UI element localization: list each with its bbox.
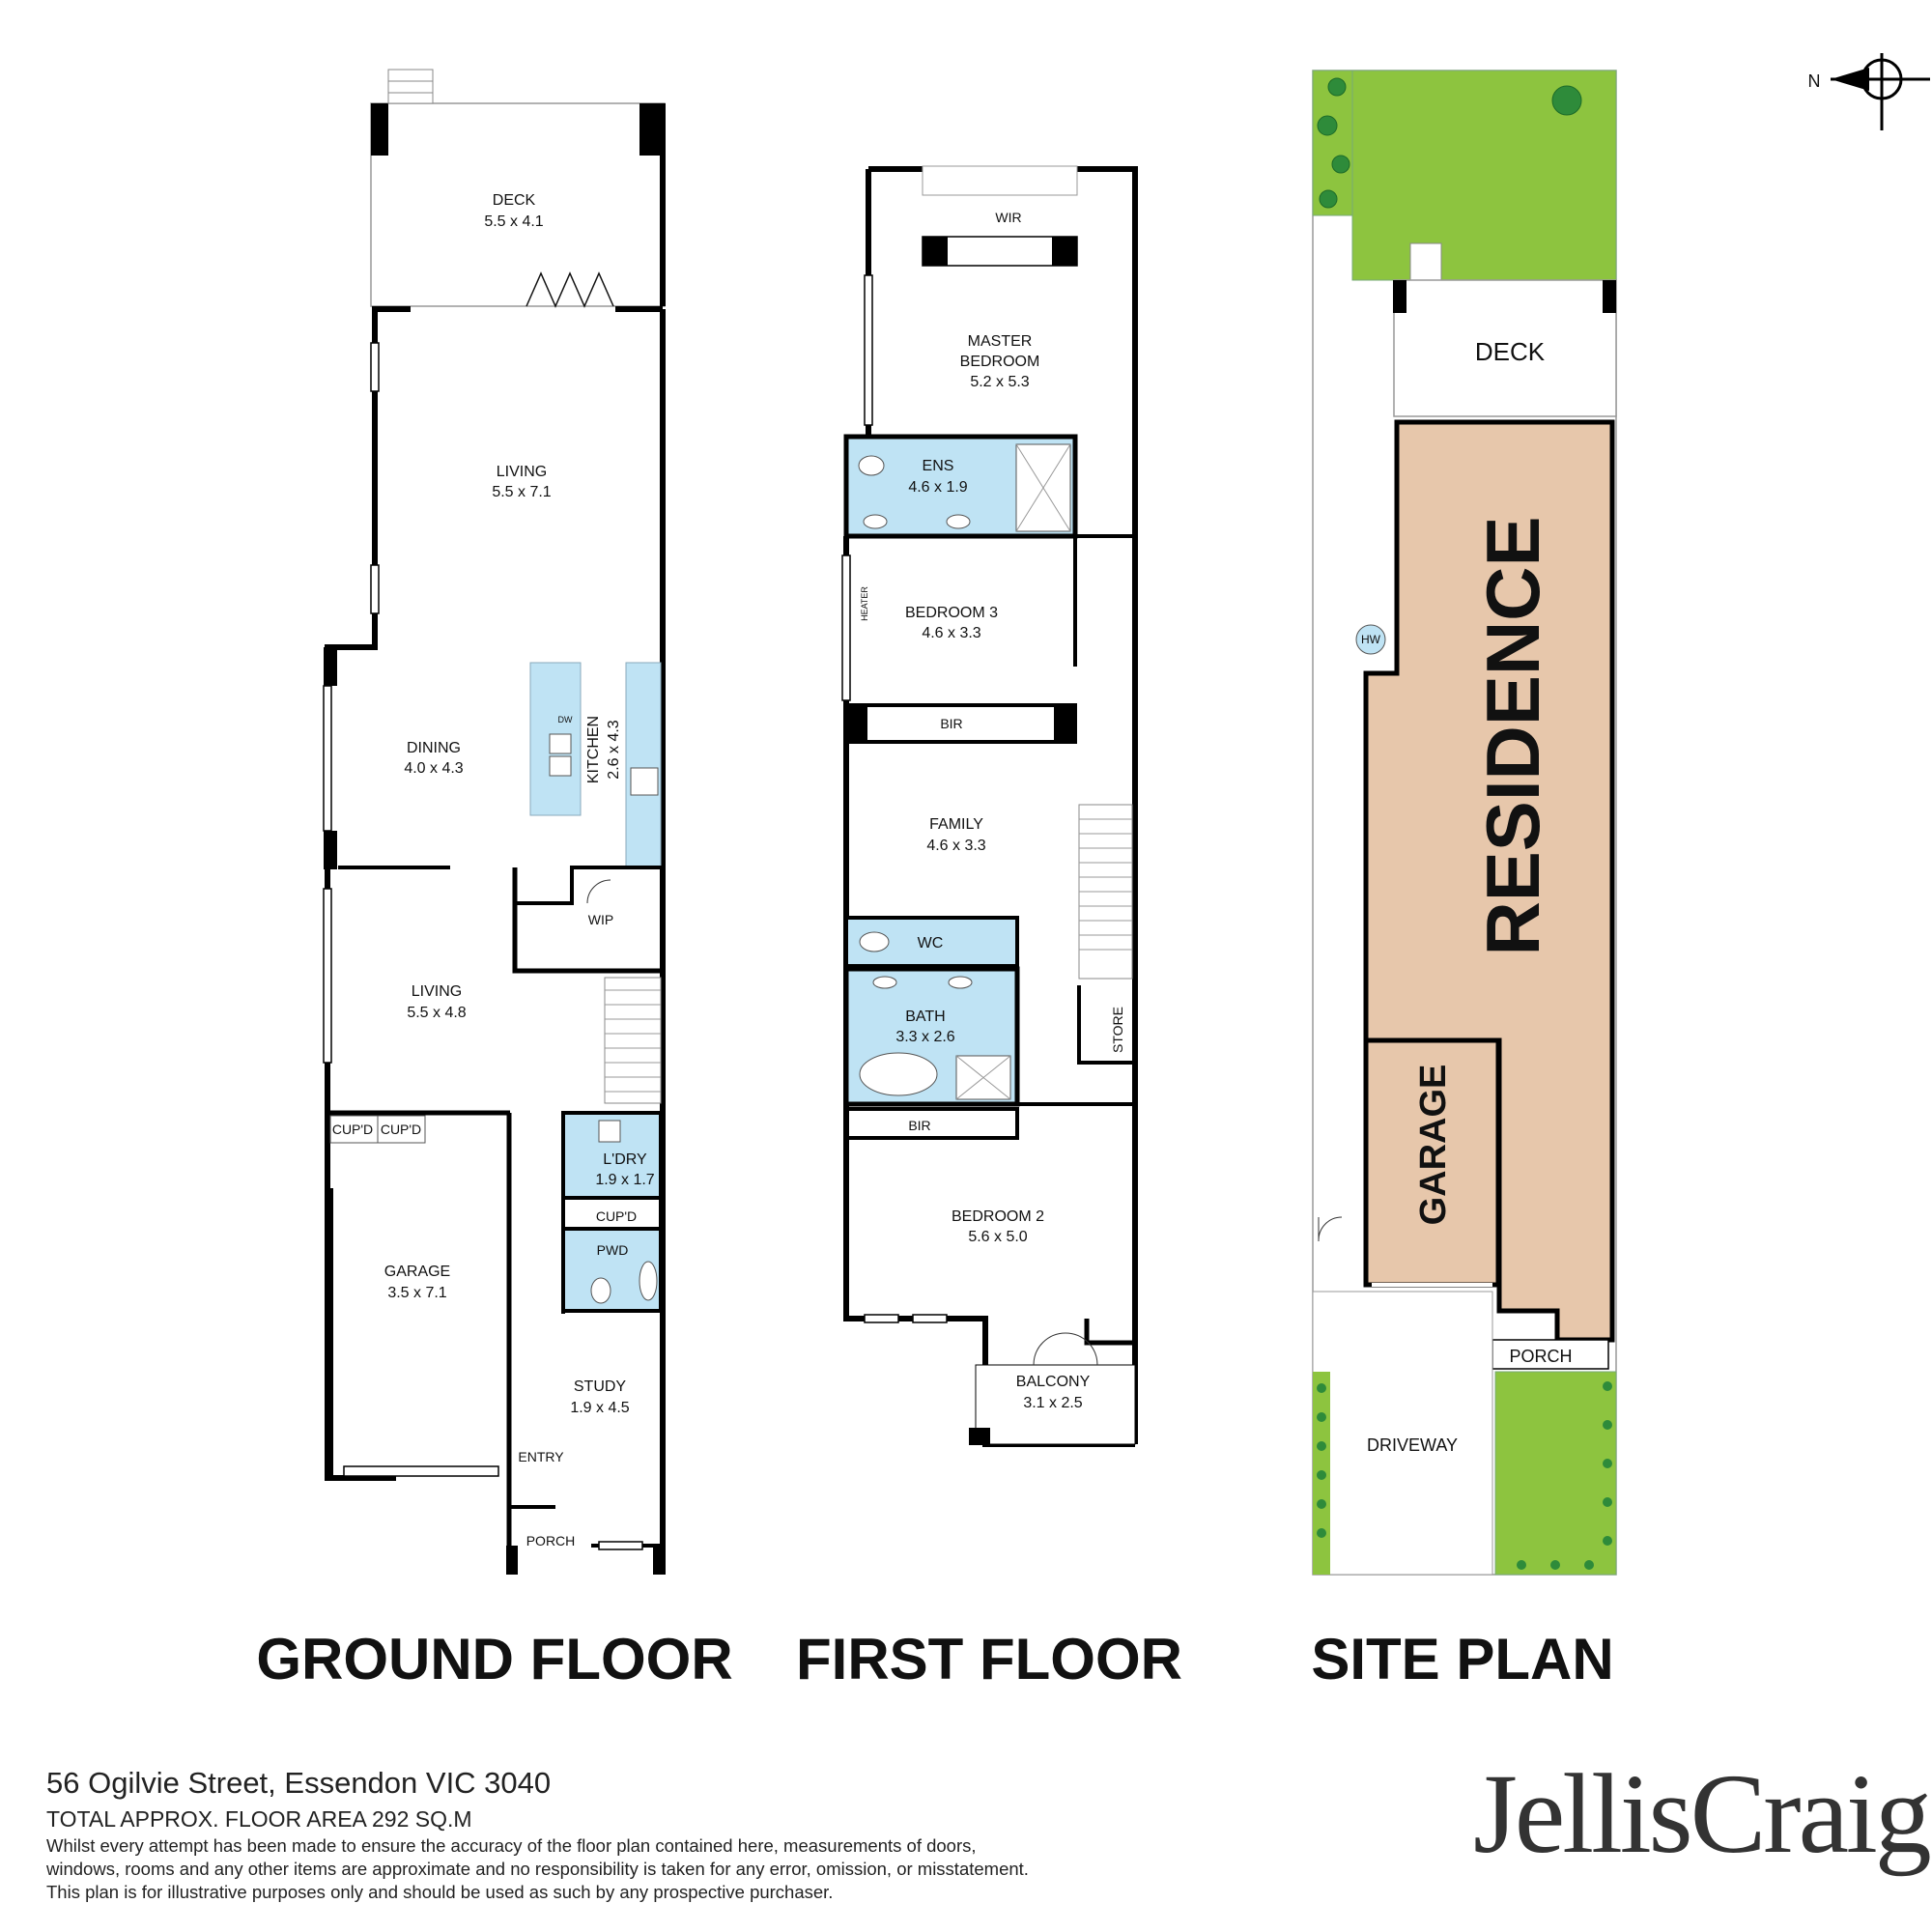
deck-label: DECK (493, 192, 536, 209)
property-address: 56 Ogilvie Street, Essendon VIC 3040 (46, 1766, 552, 1800)
site-garage-label: GARAGE (1413, 1065, 1454, 1226)
study-label: STUDY (574, 1378, 627, 1395)
bir-upper-label: BIR (940, 716, 962, 731)
site-porch-label: PORCH (1509, 1347, 1572, 1366)
laundry-dims: 1.9 x 1.7 (595, 1172, 654, 1188)
kitchen-label: KITCHEN (585, 716, 602, 783)
master-bedroom-dims: 5.2 x 5.3 (970, 374, 1029, 390)
powder-room-label: PWD (597, 1242, 629, 1258)
residence-label: RESIDENCE (1470, 516, 1555, 955)
disclaimer-line-3: This plan is for illustrative purposes o… (46, 1882, 834, 1902)
bedroom-2-dims: 5.6 x 5.0 (968, 1229, 1027, 1245)
living-lower-dims: 5.5 x 4.8 (407, 1005, 466, 1021)
living-upper-label: LIVING (497, 464, 547, 480)
dining-dims: 4.0 x 4.3 (404, 760, 463, 777)
ground-floor-plan (323, 69, 666, 1575)
master-bedroom-label-2: BEDROOM (960, 354, 1040, 370)
family-label: FAMILY (929, 816, 983, 833)
wir-label: WIR (995, 210, 1021, 225)
balcony-dims: 3.1 x 2.5 (1023, 1395, 1082, 1411)
bedroom-3-label: BEDROOM 3 (905, 605, 998, 621)
disclaimer-line-1: Whilst every attempt has been made to en… (46, 1835, 977, 1856)
site-plan (1312, 53, 1930, 1576)
living-upper-dims: 5.5 x 7.1 (492, 484, 551, 500)
ground-floor-labels: DECK 5.5 x 4.1 LIVING 5.5 x 7.1 DINING 4… (332, 192, 655, 1548)
first-floor-plan (841, 165, 1138, 1447)
site-plan-title: SITE PLAN (1311, 1627, 1613, 1691)
ground-floor-title: GROUND FLOOR (256, 1627, 732, 1691)
dishwasher-label: DW (558, 715, 573, 724)
cupboard-left-label: CUP'D (332, 1122, 373, 1137)
disclaimer-line-2: windows, rooms and any other items are a… (46, 1859, 1029, 1879)
bedroom-3-dims: 4.6 x 3.3 (922, 625, 980, 641)
laundry-label: L'DRY (603, 1151, 647, 1168)
plan-titles: GROUND FLOOR FIRST FLOOR SITE PLAN (256, 1627, 1613, 1691)
hot-water-label: HW (1361, 633, 1381, 646)
entry-label: ENTRY (518, 1449, 564, 1464)
bath-label: BATH (905, 1009, 945, 1025)
balcony-label: BALCONY (1016, 1374, 1091, 1390)
disclaimer: Whilst every attempt has been made to en… (46, 1834, 1206, 1904)
north-label: N (1808, 71, 1821, 91)
garage-dims: 3.5 x 7.1 (387, 1285, 446, 1301)
living-lower-label: LIVING (412, 983, 462, 1000)
tree-icon (1317, 77, 1582, 209)
laundry-cupboard-label: CUP'D (596, 1208, 637, 1224)
wc-label: WC (918, 935, 944, 952)
ensuite-dims: 4.6 x 1.9 (908, 479, 967, 496)
dining-label: DINING (407, 740, 461, 756)
driveway-label: DRIVEWAY (1367, 1435, 1458, 1455)
floor-area: TOTAL APPROX. FLOOR AREA 292 SQ.M (46, 1806, 472, 1832)
kitchen-dims: 2.6 x 4.3 (606, 720, 622, 779)
garage-label: GARAGE (384, 1264, 450, 1280)
family-dims: 4.6 x 3.3 (926, 838, 985, 854)
ensuite-label: ENS (923, 458, 954, 474)
bath-dims: 3.3 x 2.6 (895, 1029, 954, 1045)
store-label: STORE (1110, 1007, 1125, 1053)
north-compass-icon (1831, 53, 1930, 130)
master-bedroom-label-1: MASTER (968, 333, 1033, 350)
site-plan-labels: DECK RESIDENCE HW GARAGE PORCH DRIVEWAY … (1361, 71, 1821, 1455)
study-dims: 1.9 x 4.5 (570, 1400, 629, 1416)
heater-label: HEATER (860, 586, 869, 621)
deck-dims: 5.5 x 4.1 (484, 213, 543, 230)
cupboard-right-label: CUP'D (381, 1122, 421, 1137)
bir-lower-label: BIR (908, 1118, 930, 1133)
porch-label: PORCH (526, 1533, 576, 1548)
first-floor-labels: WIR MASTER BEDROOM 5.2 x 5.3 ENS 4.6 x 1… (860, 210, 1125, 1411)
first-floor-title: FIRST FLOOR (796, 1627, 1182, 1691)
brand-logo: JellisCraig (1473, 1750, 1932, 1877)
wip-label: WIP (588, 912, 613, 927)
site-deck-label: DECK (1475, 337, 1546, 366)
bedroom-2-label: BEDROOM 2 (952, 1208, 1044, 1225)
